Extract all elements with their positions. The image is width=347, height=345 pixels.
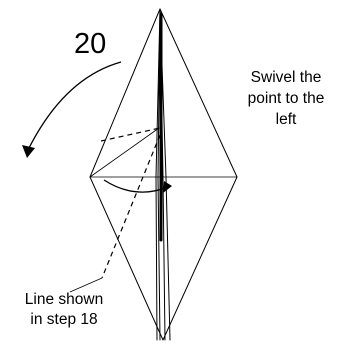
instruction-line: Swivel the <box>250 69 322 86</box>
callout-leader-line <box>69 277 103 293</box>
upper-crease <box>89 127 160 178</box>
instruction-text: Swivel the point to the left <box>225 67 347 130</box>
model-outline <box>89 8 238 341</box>
callout-line: Line shown <box>24 291 104 308</box>
instruction-line: point to the <box>247 90 325 107</box>
callout-line: in step 18 <box>30 311 98 328</box>
callout-label: Line shown in step 18 <box>2 290 126 330</box>
hidden-line-diagonal <box>101 134 161 279</box>
swivel-arrow <box>103 179 172 193</box>
rotate-direction-arrow <box>22 61 122 158</box>
hidden-line-top <box>100 127 161 142</box>
step-number: 20 <box>74 28 107 60</box>
instruction-line: left <box>275 111 297 128</box>
